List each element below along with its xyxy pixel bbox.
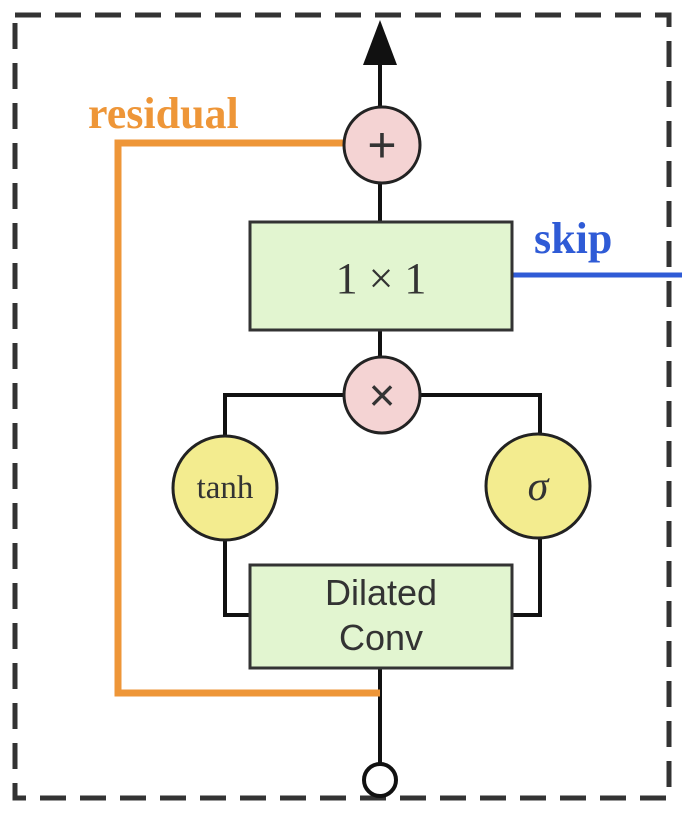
tanh-label: tanh xyxy=(197,470,254,506)
tanh-to-multiply-line xyxy=(223,393,343,438)
sigma-branch-line xyxy=(512,538,542,617)
tanh-node xyxy=(171,434,279,542)
conv-1x1-box xyxy=(248,220,514,332)
dilated-conv-label-line1: Dilated xyxy=(325,572,437,613)
multiply-node xyxy=(342,355,422,435)
add-symbol: + xyxy=(367,117,396,173)
conv-1x1-label: 1 × 1 xyxy=(336,254,427,303)
dilated-conv-label-line2: Conv xyxy=(339,617,423,658)
sigma-node xyxy=(484,432,592,540)
sigma-to-multiply-line xyxy=(420,393,542,435)
residual-label: residual xyxy=(88,89,239,138)
input-terminal-icon xyxy=(362,762,398,798)
multiply-symbol: × xyxy=(369,369,396,421)
tanh-branch-line xyxy=(223,540,250,617)
add-node xyxy=(342,105,422,185)
residual-connection-line xyxy=(114,139,380,697)
dilated-conv-box xyxy=(248,563,514,670)
block-boundary xyxy=(12,12,672,801)
skip-label: skip xyxy=(534,214,612,263)
sigma-label: σ xyxy=(528,464,551,510)
output-arrow-icon xyxy=(363,20,397,65)
